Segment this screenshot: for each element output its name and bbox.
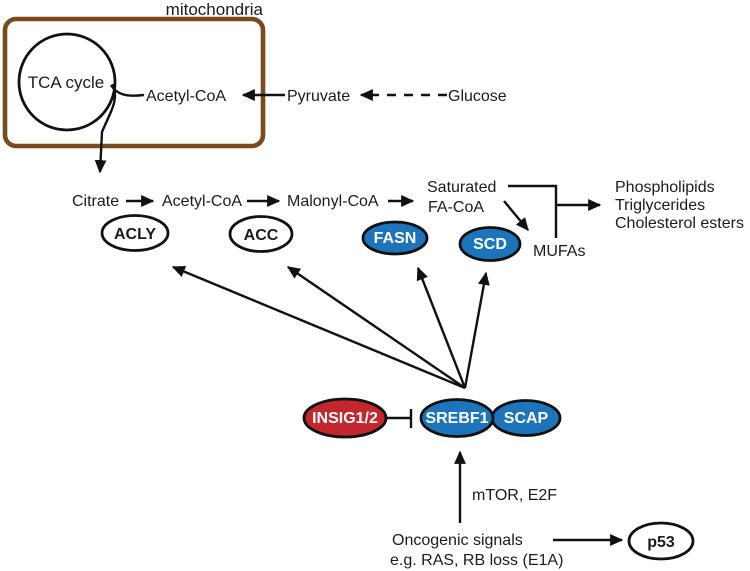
p53-label: p53 — [647, 534, 675, 551]
inhibition-insig-srebf1 — [387, 409, 413, 428]
citrate-label: Citrate — [72, 193, 119, 210]
insig-label: INSIG1/2 — [312, 410, 378, 427]
p53-oval — [627, 521, 695, 561]
bracket-saturated-mufas — [508, 184, 558, 238]
mito-acetyl-coa-label: Acetyl-CoA — [146, 88, 226, 105]
mitochondria-box — [2, 16, 266, 149]
tca-cycle-label: TCA cycle — [28, 73, 105, 92]
acly-label: ACLY — [114, 226, 156, 243]
product-phospholipids: Phospholipids — [615, 179, 715, 196]
saturated-fa-label-line1: Saturated — [427, 179, 496, 196]
srebf1-oval — [419, 398, 495, 438]
curve-tca-to-acetyl-coa — [109, 84, 145, 97]
scd-oval — [458, 226, 522, 262]
acc-label: ACC — [244, 227, 279, 244]
arrow-srebf1-to-acly — [171, 265, 466, 390]
srebf1-label: SREBF1 — [425, 410, 488, 427]
acly-oval — [100, 214, 170, 252]
acc-oval — [228, 215, 294, 253]
arrow-srebf1-to-fasn — [416, 266, 467, 389]
arrow-srebf1-to-scd — [463, 271, 490, 389]
pyruvate-label: Pyruvate — [287, 88, 350, 105]
malonyl-coa-label: Malonyl-CoA — [287, 193, 379, 210]
fasn-oval — [361, 220, 429, 256]
oncogenic-signals-line2: e.g. RAS, RB loss (E1A) — [390, 552, 563, 569]
fasn-label: FASN — [374, 230, 417, 247]
mitochondria-label: mitochondria — [166, 0, 264, 19]
mufas-label: MUFAs — [533, 243, 585, 260]
acetyl-coa-label: Acetyl-CoA — [162, 193, 242, 210]
arrow-saturated-to-mufas — [503, 200, 529, 232]
tca-cycle-circle — [17, 32, 117, 132]
lipid-products: Phospholipids Triglycerides Cholesterol … — [615, 179, 744, 232]
insig-oval — [302, 397, 388, 439]
product-triglycerides: Triglycerides — [615, 197, 705, 214]
oncogenic-signals-line1: Oncogenic signals — [392, 532, 523, 549]
saturated-fa-label-line2: FA-CoA — [428, 199, 484, 216]
scap-label: SCAP — [504, 410, 549, 427]
arrow-srebf1-to-acc — [286, 266, 466, 389]
glucose-label: Glucose — [448, 88, 507, 105]
arrow-mito-to-citrate — [94, 83, 117, 174]
scd-label: SCD — [473, 236, 507, 253]
product-cholesterol-esters: Cholesterol esters — [615, 215, 744, 232]
mtor-e2f-label: mTOR, E2F — [472, 487, 557, 504]
